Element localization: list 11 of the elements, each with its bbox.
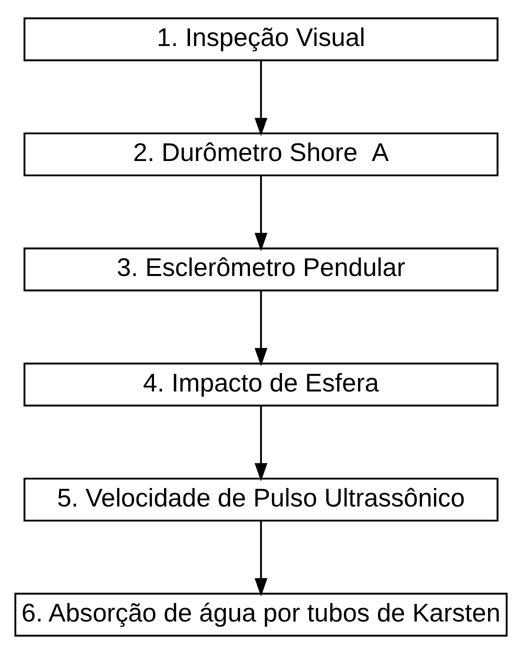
arrow bbox=[254, 290, 268, 366]
node-box: 2. Durômetro Shore A bbox=[24, 132, 498, 176]
node-box: 1. Inspeção Visual bbox=[24, 17, 498, 62]
node-box: 3. Esclerômetro Pendular bbox=[24, 248, 498, 292]
arrow bbox=[254, 406, 268, 482]
arrow bbox=[254, 60, 268, 136]
arrow bbox=[254, 520, 268, 596]
node-box: 4. Impacto de Esfera bbox=[24, 362, 498, 406]
node-box: 5. Velocidade de Pulso Ultrassônico bbox=[24, 478, 498, 522]
node-box: 6. Absorção de água por tubos de Karsten bbox=[14, 592, 508, 637]
arrow bbox=[254, 176, 268, 252]
